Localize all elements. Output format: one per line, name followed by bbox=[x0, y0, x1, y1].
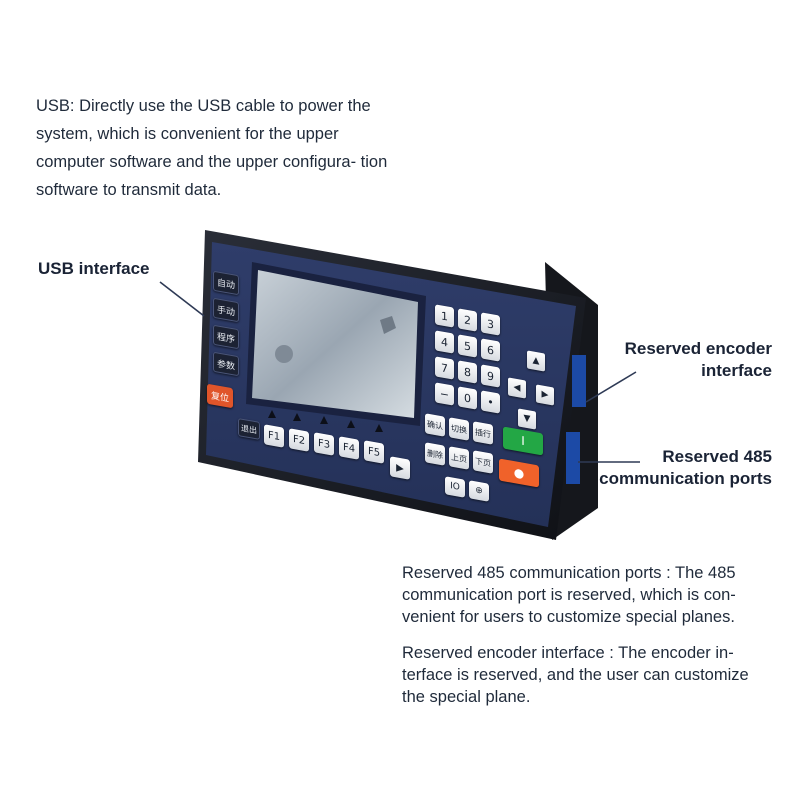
usb-description: USB: Directly use the USB cable to power… bbox=[36, 97, 388, 199]
rs485-ports-label: Reserved 485 communication ports bbox=[599, 447, 772, 488]
arrow-left-key[interactable]: ◀ bbox=[508, 377, 526, 399]
rs485-description: Reserved 485 communication ports : The 4… bbox=[402, 564, 736, 626]
screen-reflection-icon bbox=[275, 345, 293, 363]
softkey-pointers bbox=[268, 410, 383, 432]
function-key-f4[interactable]: F4 bbox=[339, 436, 359, 460]
numpad-key-6[interactable]: 7 bbox=[435, 356, 454, 380]
edit-key-1[interactable]: 切换 bbox=[449, 417, 469, 441]
encoder-port bbox=[572, 355, 586, 407]
edit-key-5[interactable]: 下页 bbox=[473, 450, 493, 474]
usb-interface-label: USB interface bbox=[38, 259, 150, 278]
arrow-down-key[interactable]: ▼ bbox=[518, 408, 536, 430]
numpad-key-8[interactable]: 9 bbox=[481, 364, 500, 388]
function-key-f5[interactable]: F5 bbox=[364, 440, 384, 464]
back-key[interactable]: 退出 bbox=[238, 418, 260, 440]
edit-key-3[interactable]: 删除 bbox=[425, 442, 445, 466]
shift-key[interactable]: ⊕ bbox=[469, 480, 489, 502]
encoder-description: Reserved encoder interface : The encoder… bbox=[402, 644, 749, 706]
numpad-key-0[interactable]: 1 bbox=[435, 304, 454, 328]
rs485-port bbox=[566, 432, 580, 484]
numpad-key-4[interactable]: 5 bbox=[458, 334, 477, 358]
edit-key-2[interactable]: 插行 bbox=[473, 421, 493, 445]
numpad-key-1[interactable]: 2 bbox=[458, 308, 477, 332]
function-key-f1[interactable]: F1 bbox=[264, 424, 284, 448]
numpad-key-10[interactable]: 0 bbox=[458, 386, 477, 410]
numpad-key-7[interactable]: 8 bbox=[458, 360, 477, 384]
function-key-f3[interactable]: F3 bbox=[314, 432, 334, 456]
edit-key-0[interactable]: 确认 bbox=[425, 413, 445, 437]
function-key-f2[interactable]: F2 bbox=[289, 428, 309, 452]
edit-key-4[interactable]: 上页 bbox=[449, 446, 469, 470]
io-key[interactable]: IO bbox=[445, 476, 465, 498]
numpad-key-5[interactable]: 6 bbox=[481, 338, 500, 362]
numpad-key-2[interactable]: 3 bbox=[481, 312, 500, 336]
numpad-key-11[interactable]: • bbox=[481, 390, 500, 414]
numpad-key-3[interactable]: 4 bbox=[435, 330, 454, 354]
arrow-right-key[interactable]: ▶ bbox=[536, 384, 554, 406]
encoder-interface-label: Reserved encoder interface bbox=[624, 339, 772, 380]
lcd-screen bbox=[252, 270, 418, 418]
numpad-key-9[interactable]: − bbox=[435, 382, 454, 406]
arrow-up-key[interactable]: ▲ bbox=[527, 350, 545, 372]
play-key[interactable]: ▶ bbox=[390, 456, 410, 480]
